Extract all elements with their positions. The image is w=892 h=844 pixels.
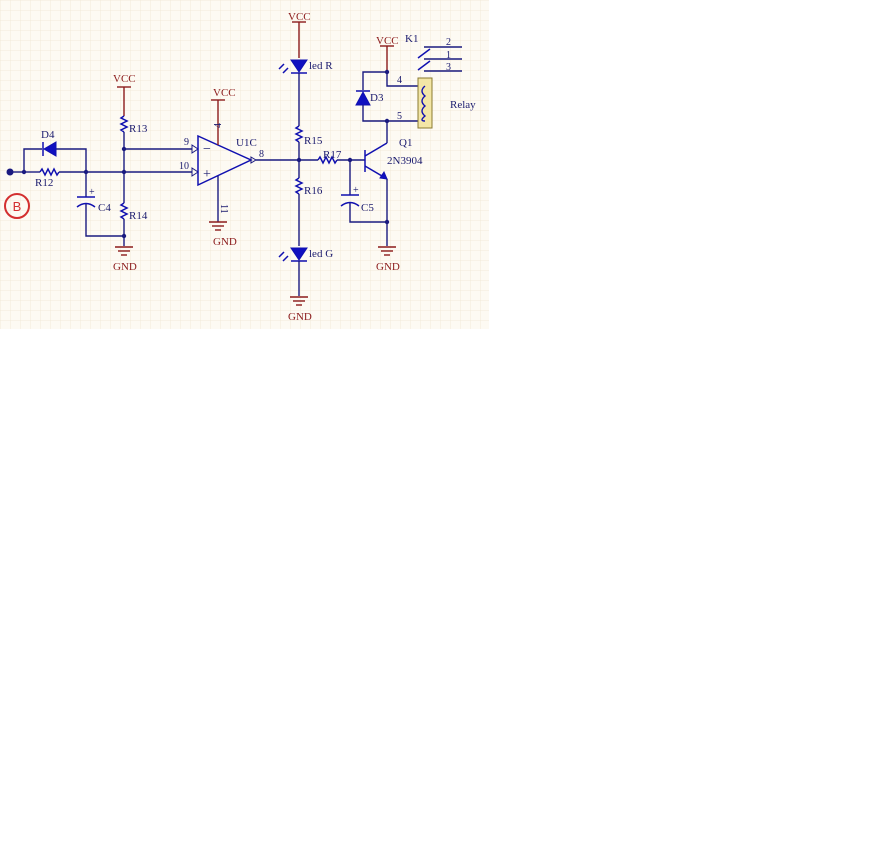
gnd-label-opamp: GND [213,236,237,248]
c4-plus-label: + [89,187,95,198]
r16-label: R16 [304,185,323,197]
led-r-diode [278,59,308,74]
schematic-sheet: VCC VCC VCC VCC GND GND GND GND D4 R12 C… [0,0,489,329]
schematic-diagram: VCC VCC VCC VCC GND GND GND GND D4 R12 C… [0,0,489,329]
u1c-opamp [197,99,299,231]
c4-label: C4 [98,202,111,214]
input-network [6,86,199,256]
q1-part-label: 2N3904 [387,155,423,167]
vcc-label-relay: VCC [376,35,399,47]
gnd-label-led: GND [288,311,312,323]
gnd-symbol-q1 [378,246,396,256]
opamp-plus-sign: + [203,167,211,182]
d4-diode [42,141,57,157]
c5-label: C5 [361,202,374,214]
q1-transistor [364,142,388,180]
r13-resistor [119,115,129,133]
pin-8-label: 8 [259,149,264,160]
vcc-label-led: VCC [288,11,311,23]
relay-contacts [417,46,462,72]
r14-label: R14 [129,210,148,222]
r12-label: R12 [35,177,53,189]
vcc-label-r13: VCC [113,73,136,85]
r12-resistor [39,167,60,177]
relay-label: Relay [450,99,476,111]
gnd-symbol-r14 [115,246,133,256]
d3-label: D3 [370,92,384,104]
c5-capacitor [340,194,360,207]
relay-driver [355,45,462,256]
gnd-label-r14: GND [113,261,137,273]
grid-background [0,0,489,329]
relay-pin-3-label: 3 [446,62,451,73]
r13-label: R13 [129,123,148,135]
r17-resistor [317,155,338,165]
annotation-marker-b: B [4,193,30,219]
relay-pin-1-label: 1 [446,50,451,61]
relay-coil [417,77,433,129]
led-r-label: led R [309,60,333,72]
pin-9-label: 9 [184,137,189,148]
relay-pin-4-label: 4 [397,75,402,86]
led-g-label: led G [309,248,333,260]
r17-label: R17 [323,149,342,161]
c4-capacitor [76,196,96,208]
pin-4-label: 4 [213,123,224,128]
vcc-label-opamp: VCC [213,87,236,99]
r15-resistor [294,125,304,143]
pin-10-label: 10 [179,161,189,172]
c5-plus-label: + [353,185,359,196]
gnd-symbol-led [290,296,308,306]
relay-pin-5-label: 5 [397,111,402,122]
opamp-minus-sign: − [203,142,211,157]
gnd-label-q1: GND [376,261,400,273]
r16-resistor [294,177,304,195]
q1-label: Q1 [399,137,412,149]
k1-label: K1 [405,33,418,45]
r15-label: R15 [304,135,323,147]
led-column [278,21,387,306]
r14-resistor [119,202,129,220]
d4-label: D4 [41,129,55,141]
u1c-label: U1C [236,137,257,149]
relay-pin-2-label: 2 [446,37,451,48]
pin-11-label: 11 [218,204,229,214]
marker-b-label: B [13,199,22,214]
gnd-symbol-opamp [209,221,227,231]
